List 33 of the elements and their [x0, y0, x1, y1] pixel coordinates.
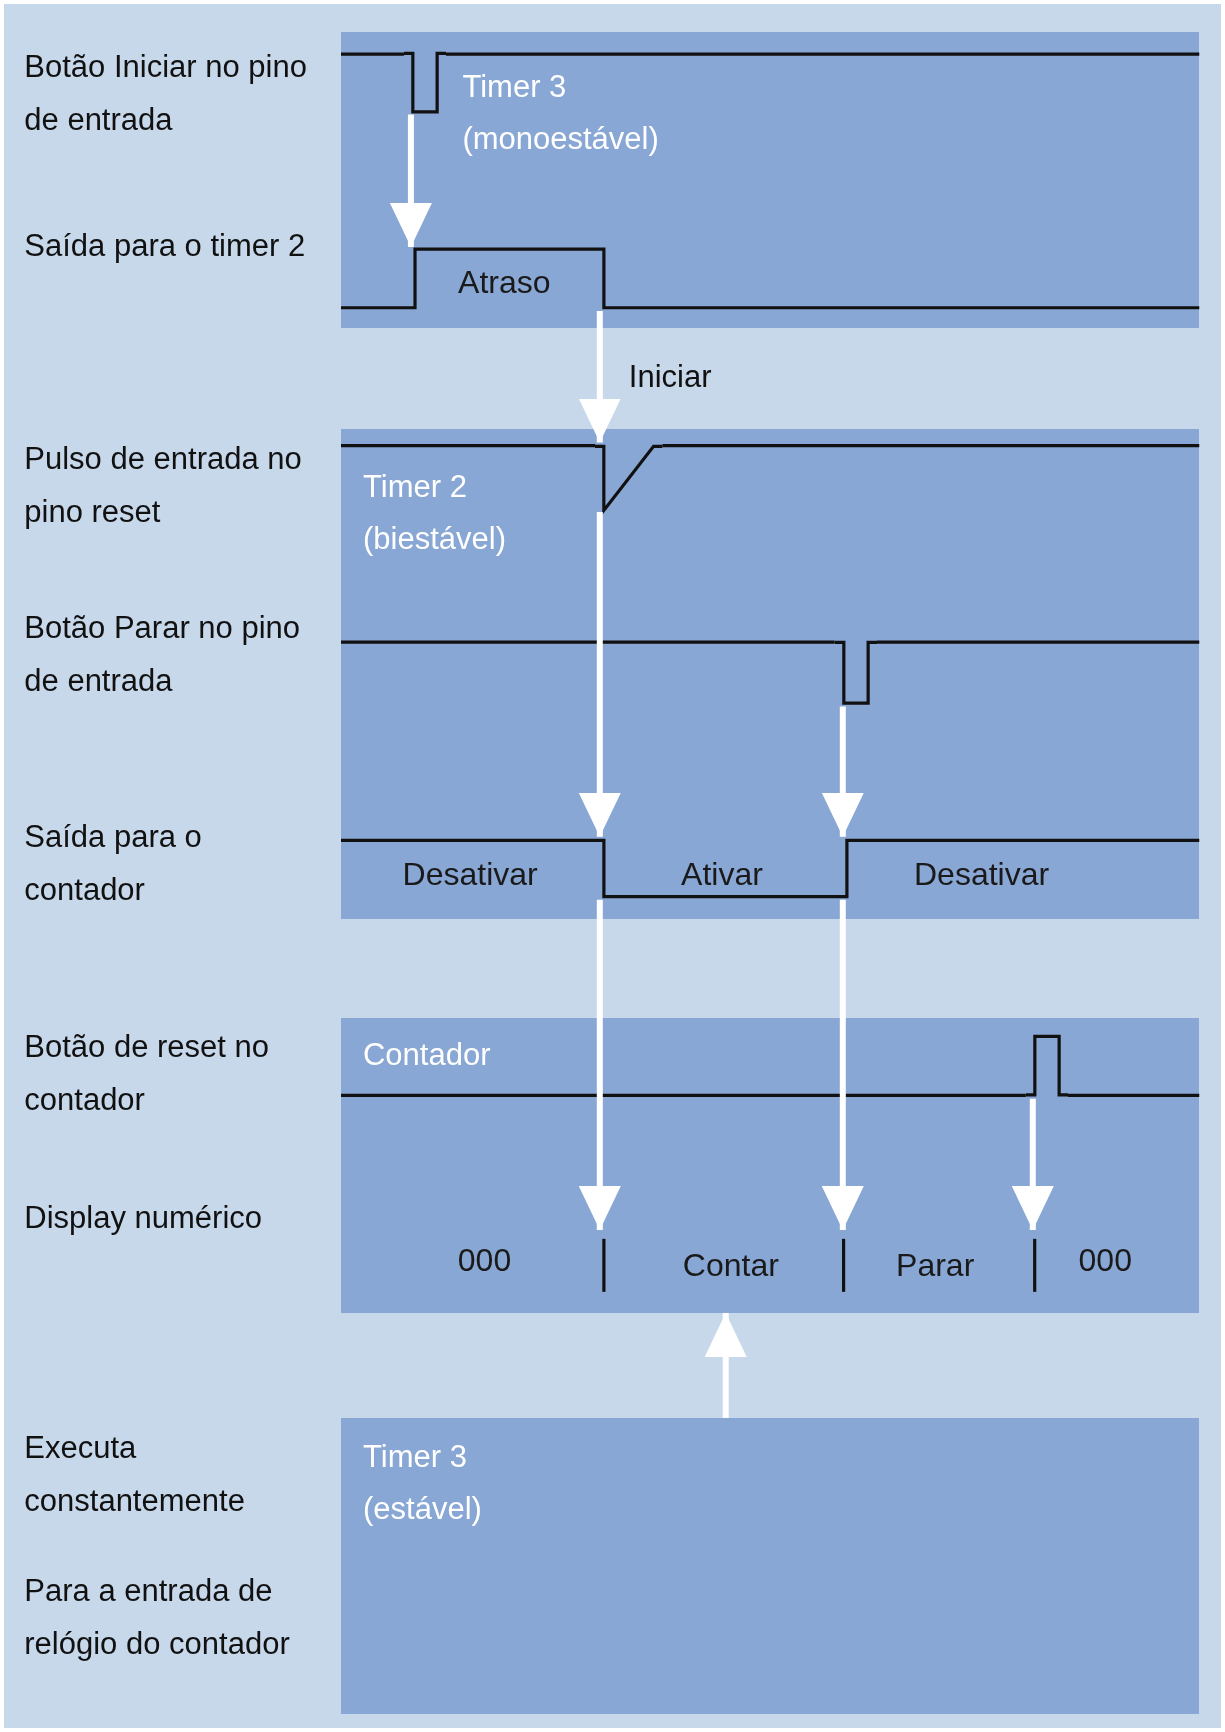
arrow — [821, 706, 864, 837]
panel-title: Timer 3 (estável) — [362, 1438, 483, 1529]
signal-label: Saída para o contador — [24, 817, 203, 909]
arrow — [578, 899, 621, 1231]
segment-label: Desativar — [913, 855, 1050, 893]
panel-title: Timer 3 (monoestável) — [462, 68, 660, 159]
timing-panel — [340, 1018, 1200, 1313]
signal-label: Botão Iniciar no pino de entrada — [24, 47, 308, 139]
timing-panel — [340, 31, 1200, 328]
segment-label: Desativar — [402, 855, 538, 893]
timing-panel — [340, 1417, 1200, 1714]
segment-label: Parar — [896, 1246, 975, 1284]
signal-label: Para a entrada de relógio do contador — [24, 1572, 291, 1664]
segment-label: 000 — [1078, 1241, 1132, 1279]
signal-label: Saída para o timer 2 — [24, 226, 307, 265]
segment-label: Contar — [682, 1246, 779, 1284]
arrow — [821, 899, 864, 1231]
signal-label: Botão Parar no pino de entrada — [24, 608, 302, 700]
signal-label: Display numérico — [24, 1198, 264, 1237]
panel-title: Timer 2 (biestável) — [362, 468, 507, 559]
signal-label: Botão de reset no contador — [24, 1027, 271, 1119]
segment-label: Ativar — [681, 855, 763, 893]
panel-title: Contador — [362, 1036, 492, 1075]
signal-label: Pulso de entrada no pino reset — [24, 439, 303, 531]
arrow — [578, 311, 621, 443]
arrow — [1011, 1098, 1054, 1231]
segment-label: Atraso — [458, 263, 551, 301]
arrow — [389, 114, 432, 247]
signal-label: Executa constantemente — [24, 1428, 246, 1520]
arrow — [704, 1312, 747, 1418]
timing-panel — [340, 429, 1200, 919]
segment-label: 000 — [457, 1241, 512, 1279]
arrow — [578, 512, 621, 837]
